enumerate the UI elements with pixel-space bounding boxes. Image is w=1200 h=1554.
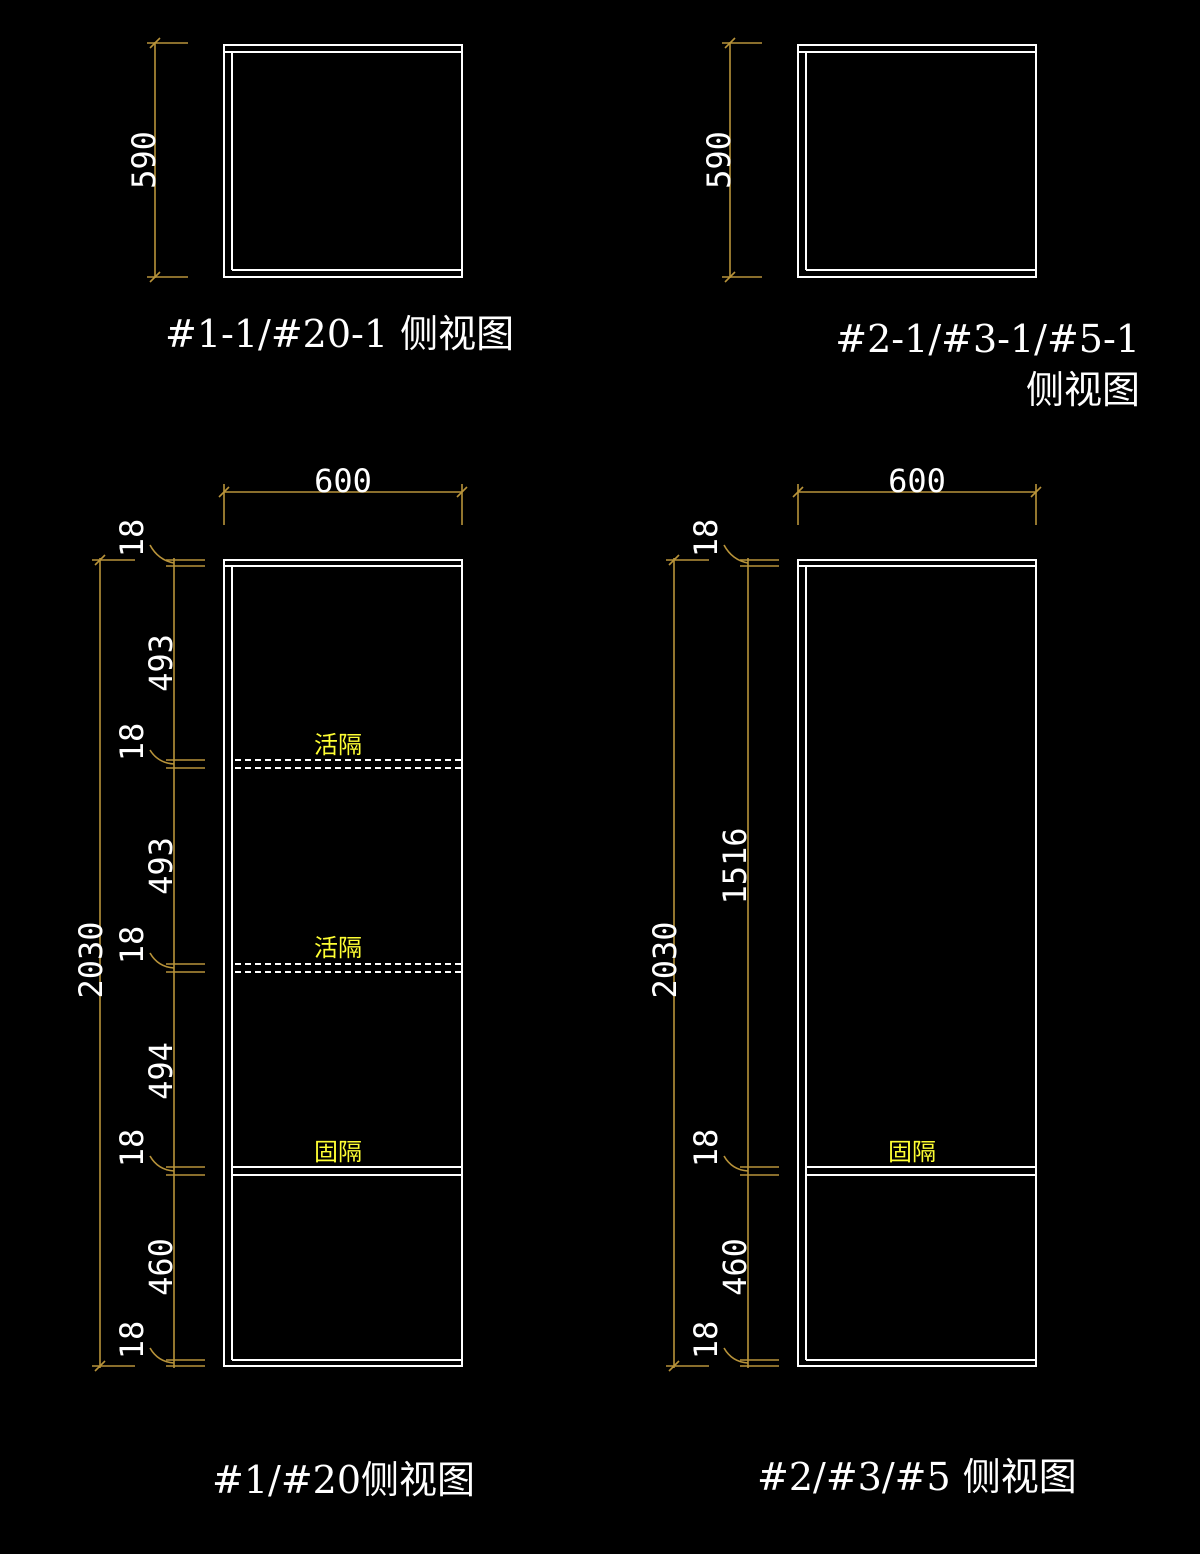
cabinet-outline — [797, 44, 1037, 278]
cabinet-outline — [797, 559, 1037, 1367]
cabinet-outline — [223, 559, 463, 1367]
view-title: #1-1/#20-1 侧视图 — [165, 312, 514, 356]
width-dim-label: 600 — [888, 462, 946, 500]
width-dimension: 600 — [792, 462, 1042, 525]
segment-dim-label: 18 — [113, 1321, 151, 1360]
height-dim-label: 590 — [125, 131, 163, 189]
segment-dim-label: 1516 — [716, 827, 754, 904]
segment-dim-label: 18 — [113, 926, 151, 965]
segment-dim-label: 18 — [687, 1129, 725, 1168]
segment-dim-label: 460 — [142, 1238, 180, 1296]
shelf-label: 活隔 — [314, 934, 362, 962]
width-dim-label: 600 — [314, 462, 372, 500]
shelf-label: 固隔 — [888, 1138, 936, 1166]
cabinet-outline — [223, 44, 463, 278]
segment-dim-label: 493 — [142, 634, 180, 692]
view-1-1: 590 #1-1/#20-1 侧视图 — [125, 37, 514, 356]
height-dimension: 590 — [700, 37, 762, 283]
segment-dim-label: 494 — [142, 1042, 180, 1100]
width-dimension: 600 — [218, 462, 468, 525]
segment-dim-label: 18 — [687, 1321, 725, 1360]
segment-dim-label: 493 — [142, 837, 180, 895]
overall-height-dimension: 2030 — [646, 554, 709, 1372]
overall-dim-label: 2030 — [72, 921, 110, 998]
overall-dim-label: 2030 — [646, 921, 684, 998]
height-dimension: 590 — [125, 37, 188, 283]
segment-dim-label: 18 — [113, 1129, 151, 1168]
segment-dim-label: 18 — [113, 723, 151, 762]
shelf-label: 活隔 — [314, 731, 362, 759]
view-2: 固隔 600 2030 18 — [646, 462, 1077, 1499]
view-1: 活隔 活隔 固隔 600 2030 — [72, 462, 475, 1502]
height-dim-label: 590 — [700, 131, 738, 189]
shelf-label: 固隔 — [314, 1138, 362, 1166]
view-title-line2: 侧视图 — [1026, 368, 1140, 412]
view-title-line1: #2-1/#3-1/#5-1 — [835, 317, 1140, 361]
segment-dim-label: 460 — [716, 1238, 754, 1296]
view-title: #1/#20侧视图 — [212, 1458, 475, 1502]
view-2-1: 590 #2-1/#3-1/#5-1 侧视图 — [700, 37, 1140, 412]
segment-dim-label: 18 — [687, 519, 725, 558]
view-title: #2/#3/#5 侧视图 — [757, 1455, 1077, 1499]
segment-dim-label: 18 — [113, 519, 151, 558]
chain-dimension: 18 1516 18 460 18 — [687, 519, 779, 1368]
chain-dimension: 18 493 18 493 18 494 18 460 18 — [113, 519, 205, 1368]
overall-height-dimension: 2030 — [72, 554, 135, 1372]
